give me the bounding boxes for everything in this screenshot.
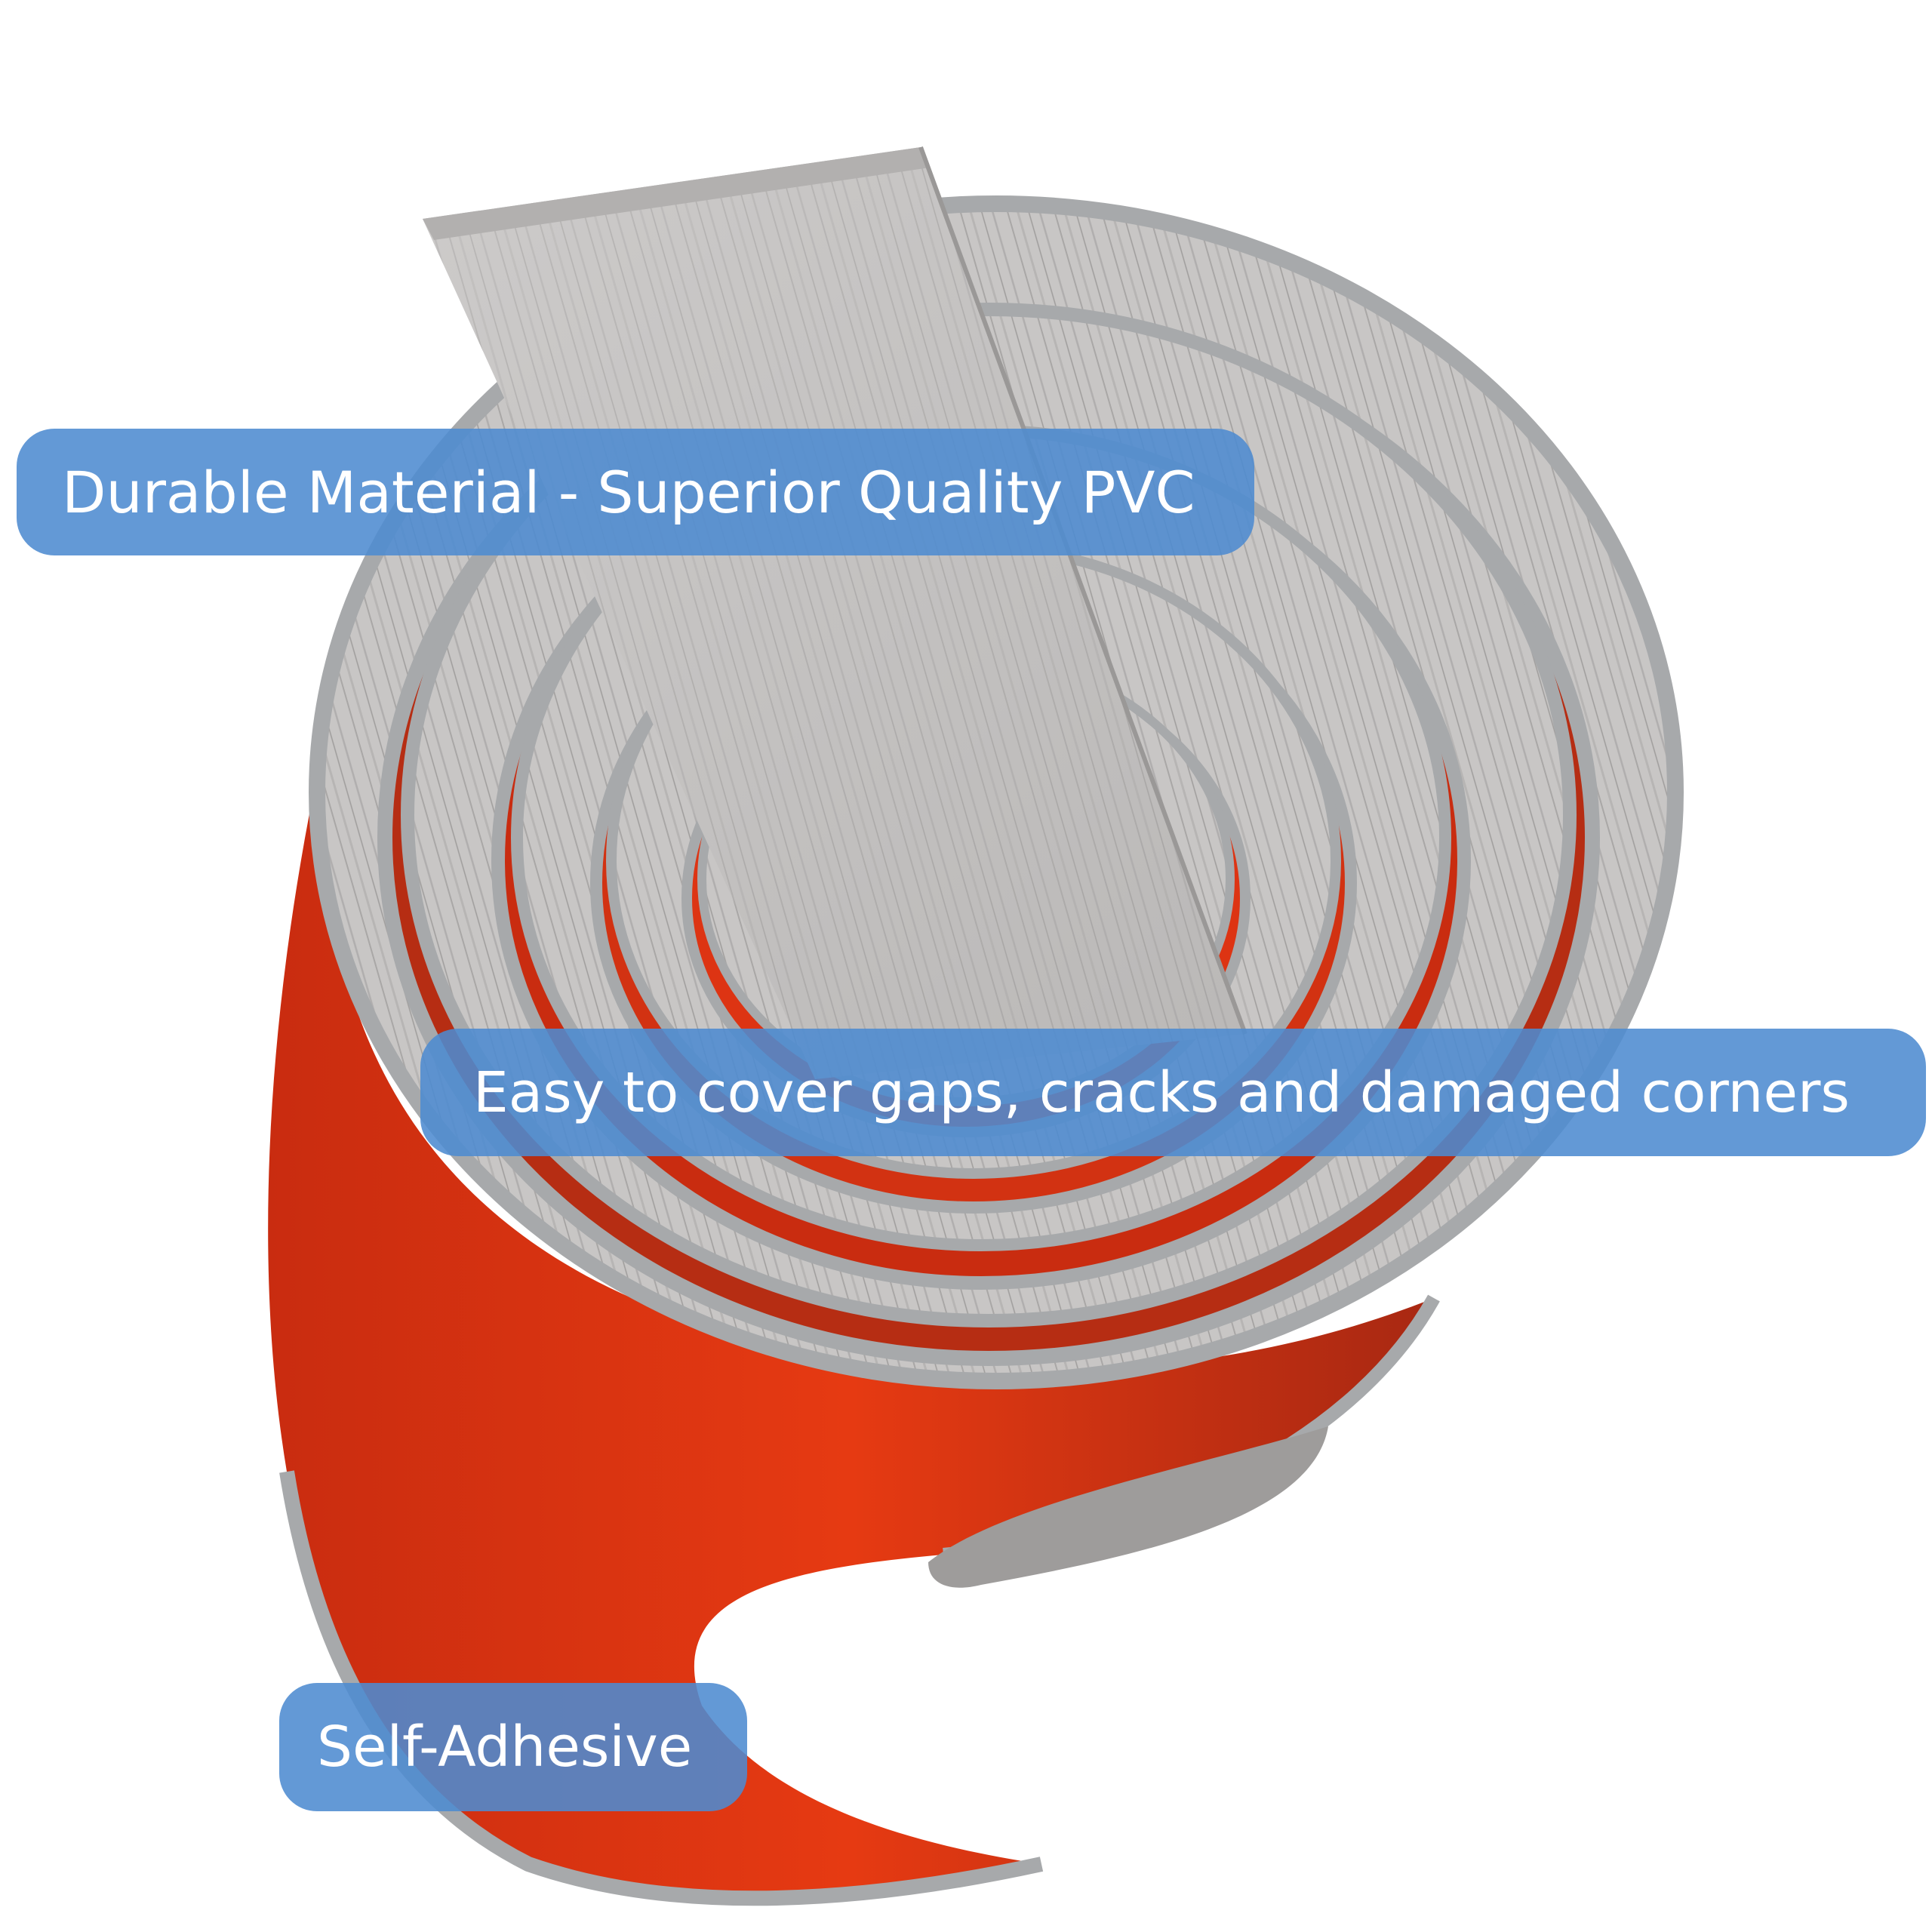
adhesive-callout: Self-Adhesive [279, 1683, 747, 1811]
vinyl-roll [268, 146, 1684, 1906]
lower-wood-loop [928, 1426, 1328, 1588]
coverage-callout: Easy to cover gaps, cracks and damaged c… [420, 1029, 1926, 1156]
material-callout: Durable Material - Superior Quality PVC [17, 429, 1254, 555]
red-adhesive-backing [268, 740, 1434, 1899]
strip-end [423, 146, 1247, 1079]
